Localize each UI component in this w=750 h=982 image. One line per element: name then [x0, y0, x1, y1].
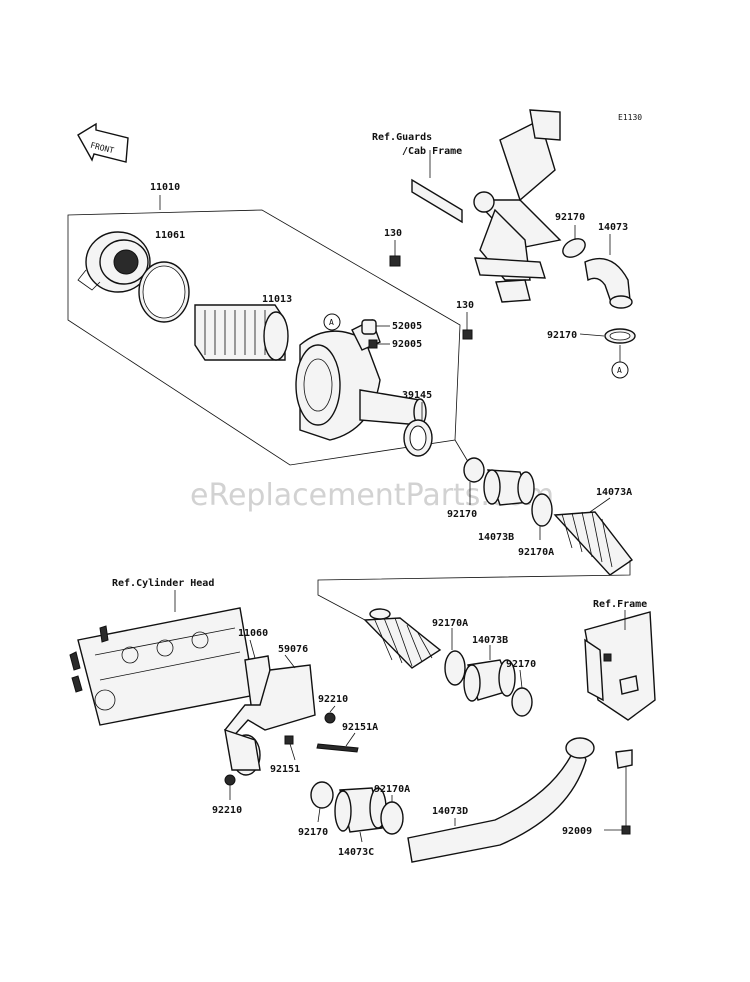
part-label-14073D: 14073D [432, 806, 468, 817]
clamp-92170-mid [579, 328, 636, 344]
part-label-92170-d: 92170 [298, 827, 328, 838]
marker-a-right: A [611, 345, 629, 379]
part-label-92009: 92009 [562, 826, 592, 837]
ring-39145 [403, 402, 433, 457]
ref-frame-label: Ref.Frame [593, 599, 647, 610]
clamp-92170-top [562, 225, 586, 258]
front-arrow-icon: FRONT [77, 122, 129, 163]
part-label-52005: 52005 [392, 321, 422, 332]
seal-ring-11061 [138, 261, 190, 323]
part-label-92170A-b: 92170A [432, 618, 468, 629]
part-label-92151: 92151 [270, 764, 300, 775]
part-label-92151A: 92151A [342, 722, 378, 733]
diagram-code: E1130 [618, 113, 642, 122]
part-label-92170-c: 92170 [506, 659, 536, 670]
hose-14073B-b [463, 645, 516, 702]
part-label-14073C: 14073C [338, 847, 374, 858]
part-label-14073: 14073 [598, 222, 628, 233]
route-line [317, 560, 631, 621]
part-label-14073B-a: 14073B [478, 532, 514, 543]
bolt-92151 [284, 735, 296, 761]
part-label-11010: 11010 [150, 182, 180, 193]
ref-guards-label: Ref.Guards [372, 132, 432, 143]
bolt-92151A [316, 732, 359, 753]
part-label-130-a: 130 [384, 228, 402, 239]
clamp-92170-b [463, 457, 485, 505]
part-label-14073B-b: 14073B [472, 635, 508, 646]
bellows-upper [363, 608, 442, 669]
part-label-11061: 11061 [155, 230, 185, 241]
part-label-14073A: 14073A [596, 487, 632, 498]
clamp-92170A-c [380, 795, 404, 835]
clamp-92170A-b [444, 628, 466, 686]
manifold-59076 [224, 654, 316, 776]
svg-text:A: A [617, 366, 622, 375]
part-label-92170-mid: 92170 [547, 330, 577, 341]
air-cleaner-cover [77, 231, 151, 293]
part-label-130-b: 130 [456, 300, 474, 311]
pipe-14073D [407, 737, 595, 863]
frame-structure [584, 610, 656, 835]
bolt-130-a [389, 240, 401, 267]
part-label-92170-top: 92170 [555, 212, 585, 223]
part-label-92210-a: 92210 [318, 694, 348, 705]
clamp-92170A-a [531, 493, 553, 540]
filter-element-11013 [194, 304, 289, 361]
part-label-11060: 11060 [238, 628, 268, 639]
bolt-130-b [462, 312, 473, 340]
hose-14073C [334, 787, 387, 843]
part-label-92005: 92005 [392, 339, 422, 350]
ref-cylinder-head-label: Ref.Cylinder Head [112, 577, 214, 589]
cab-frame-structure [411, 109, 562, 303]
part-label-92210-b: 92210 [212, 805, 242, 816]
hose-14073B-a [483, 469, 535, 506]
part-label-11013: 11013 [262, 294, 292, 305]
clamp-92170-c [511, 669, 533, 717]
ref-cab-frame-label: /Cab Frame [402, 146, 462, 157]
nut-92210-b [224, 774, 236, 800]
nut-92210-a [324, 705, 336, 724]
part-label-39145: 39145 [402, 390, 432, 401]
air-cleaner-body [295, 319, 427, 441]
part-label-92170A-c: 92170A [374, 784, 410, 795]
part-label-92170-b: 92170 [447, 509, 477, 520]
part-label-92170A-a: 92170A [518, 547, 554, 558]
clip-92005 [368, 339, 390, 349]
cylinder-head [69, 590, 256, 726]
marker-a-left: A [323, 313, 341, 331]
bellows-14073A [553, 497, 634, 576]
elbow-14073 [584, 234, 633, 309]
clamp-92170-d [310, 781, 334, 823]
svg-text:A: A [329, 318, 334, 327]
part-label-59076: 59076 [278, 644, 308, 655]
valve-52005 [361, 319, 390, 335]
